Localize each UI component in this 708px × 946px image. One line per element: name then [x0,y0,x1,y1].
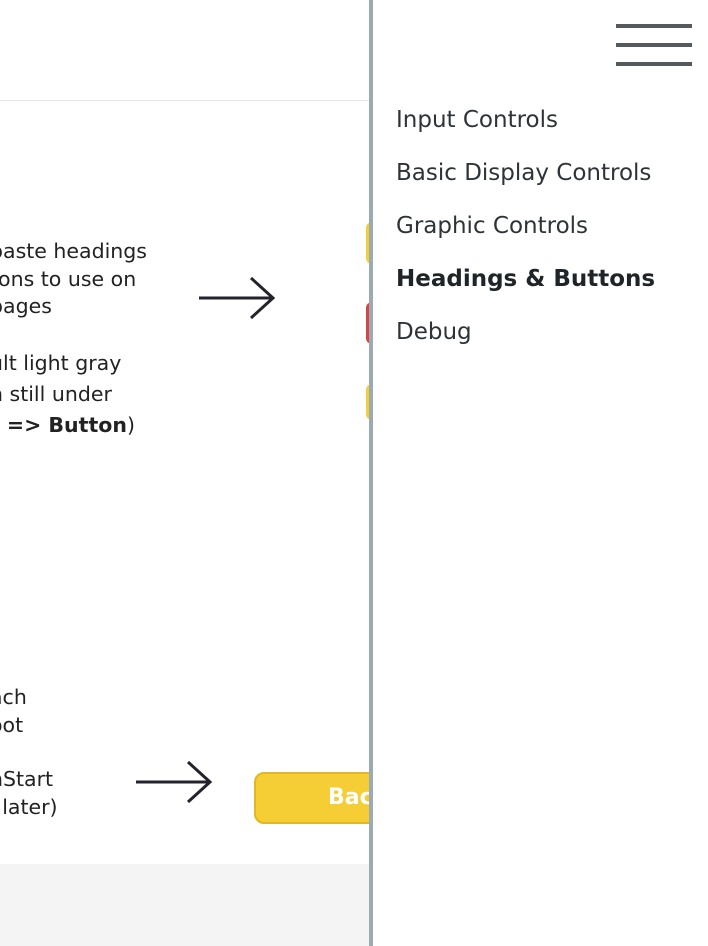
yellow-button-edge[interactable] [366,222,370,264]
menu-item-graphic-controls[interactable]: Graphic Controls [396,213,589,239]
hamburger-bar [616,43,692,47]
menu-item-headings-buttons[interactable]: Headings & Buttons [396,266,656,292]
arrow-right-icon [136,760,213,804]
text-line: ach [0,685,27,709]
menu-list: Input Controls Basic Display Controls Gr… [396,104,655,369]
instruction-text-buttons: ult light gray n still under t => Button… [0,348,135,441]
hamburger-bar [616,24,692,28]
menu-item-debug[interactable]: Debug [396,319,472,345]
text-line: nStart [0,767,54,791]
text-line: t => Button) [0,410,135,441]
text-tail: ) [126,413,135,437]
hamburger-icon[interactable] [616,20,692,70]
text-line: oot [0,712,24,737]
side-menu: Input Controls Basic Display Controls Gr… [373,0,708,946]
text-line: ult light gray [0,351,122,375]
instruction-text-lower: ach oot [0,684,27,739]
arrow-right-icon [199,276,276,320]
text-line: n still under [0,382,112,406]
red-button-edge[interactable] [366,302,370,344]
back-button[interactable]: Bac [254,772,370,824]
main-content: paste headings tons to use on pages ult … [0,0,370,946]
text-line: l later) [0,794,58,819]
text-line: pages [0,294,52,318]
menu-divider [369,0,373,946]
menu-item-input-controls[interactable]: Input Controls [396,107,558,133]
menu-item-basic-display-controls[interactable]: Basic Display Controls [396,160,652,186]
yellow-button-edge[interactable] [366,384,370,420]
instruction-text-back: nStart l later) [0,766,58,821]
page-header [0,0,370,101]
text-line: paste headings [0,239,147,263]
text-line: tons to use on [0,266,137,291]
hamburger-bar [616,62,692,66]
bold-text: t => Button [0,413,127,437]
instruction-text-headings: paste headings tons to use on pages [0,238,147,321]
page-footer [0,864,370,946]
